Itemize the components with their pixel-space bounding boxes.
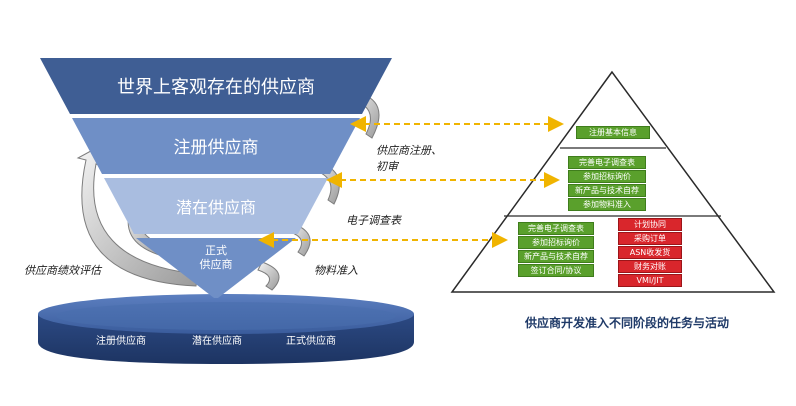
label-register-line2: 初审	[376, 160, 398, 173]
disc-label-registered: 注册供应商	[96, 336, 146, 347]
funnel-level-4-text-1: 正式	[205, 244, 227, 257]
disc-label-potential: 潜在供应商	[192, 336, 242, 347]
funnel-level-4	[136, 238, 296, 298]
label-evaluation: 供应商绩效评估	[24, 264, 101, 277]
base-disc	[38, 294, 414, 364]
pyramid-tier3-red-item: 计划协同	[618, 218, 682, 231]
diagram-caption: 供应商开发准入不同阶段的任务与活动	[524, 316, 729, 330]
funnel-level-4-text-2: 供应商	[200, 257, 233, 271]
funnel	[40, 58, 392, 298]
pyramid-tier3-green-item: 新产品与技术自荐	[518, 250, 594, 263]
label-survey: 电子调查表	[346, 214, 401, 227]
funnel-level-1-text: 世界上客观存在的供应商	[117, 77, 315, 98]
label-material: 物料准入	[314, 264, 358, 277]
pyramid-tier3-red-item: 采购订单	[618, 232, 682, 245]
funnel-level-1	[40, 58, 392, 114]
disc-label-formal: 正式供应商	[286, 336, 336, 347]
pyramid-tier2-item: 参加物料准入	[568, 198, 646, 211]
funnel-level-2-text: 注册供应商	[174, 138, 259, 158]
funnel-level-3	[104, 178, 328, 234]
pyramid-tier2-item: 完善电子调查表	[568, 156, 646, 169]
pyramid-tier1-item: 注册基本信息	[576, 126, 650, 139]
curve-right-4	[257, 261, 280, 291]
pyramid-tier3-red-item: VMI/JIT	[618, 274, 682, 287]
pyramid-tier2-item: 参加招标询价	[568, 170, 646, 183]
pyramid-tier3-green-item: 完善电子调查表	[518, 222, 594, 235]
funnel-level-2	[72, 118, 360, 174]
pyramid-tier3-red-item: 财务对账	[618, 260, 682, 273]
label-register-line1: 供应商注册、	[376, 144, 442, 157]
funnel-level-3-text: 潜在供应商	[176, 198, 256, 217]
pyramid-tier3-green-item: 参加招标询价	[518, 236, 594, 249]
pyramid-tier3-red-item: ASN收发货	[618, 246, 682, 259]
dashed-connectors	[258, 116, 564, 248]
pyramid-tier3-green-item: 签订合同/协议	[518, 264, 594, 277]
pyramid-tier2-item: 新产品与技术自荐	[568, 184, 646, 197]
